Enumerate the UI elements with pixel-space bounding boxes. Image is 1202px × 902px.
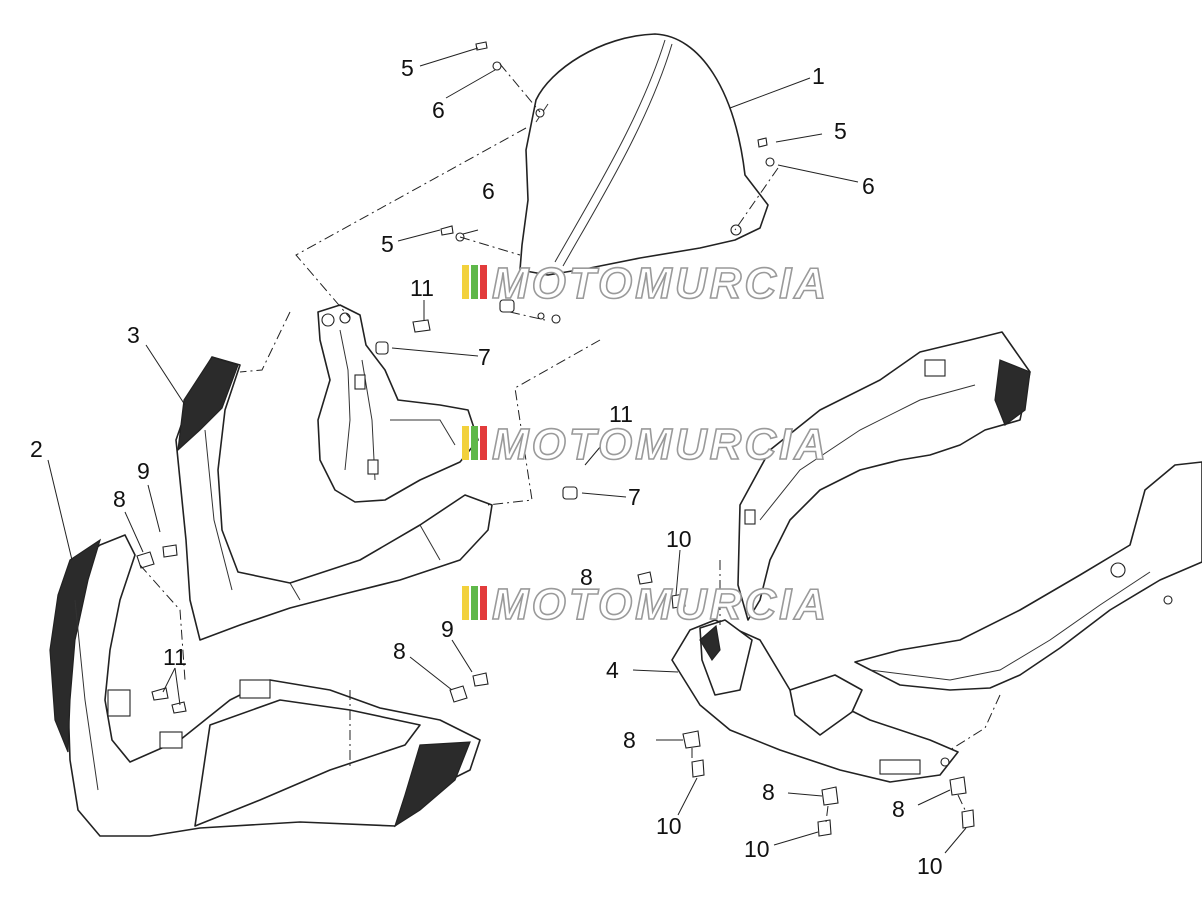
- side-panel-part: [737, 331, 1031, 621]
- callout-10-left: 10: [656, 813, 682, 839]
- spoiler-part: [671, 619, 959, 783]
- leader-lines: [47, 47, 967, 854]
- assembly-lines: [139, 63, 1001, 823]
- windscreen-part: [519, 33, 769, 276]
- callout-5-right: 5: [834, 118, 847, 144]
- callout-8-center-right: 8: [580, 564, 593, 590]
- callout-2: 2: [30, 436, 43, 462]
- callout-1: 1: [812, 63, 825, 89]
- callout-7-upper: 7: [478, 344, 491, 370]
- watermark-stripe-red: [480, 426, 487, 460]
- callout-10-right: 10: [917, 853, 943, 879]
- callout-3: 3: [127, 322, 140, 348]
- callout-6-mid: 6: [482, 178, 495, 204]
- lower-fairing-part: [49, 534, 481, 837]
- mounting-bracket-part: [317, 304, 479, 503]
- callout-11-top: 11: [410, 275, 434, 301]
- watermark-3: MOTOMURCIA: [462, 579, 829, 630]
- callout-8-left: 8: [113, 486, 126, 512]
- callout-8-spoiler-mid: 8: [762, 779, 775, 805]
- callout-5-mid: 5: [381, 231, 394, 257]
- callout-6-top: 6: [432, 97, 445, 123]
- side-trim-part: [854, 461, 1202, 691]
- callout-10-top: 10: [666, 526, 692, 552]
- callout-8-spoiler-right: 8: [892, 796, 905, 822]
- watermark-stripe-red: [480, 586, 487, 620]
- watermark-text: MOTOMURCIA: [492, 580, 829, 629]
- callout-4: 4: [606, 657, 619, 683]
- watermark-text: MOTOMURCIA: [492, 420, 829, 469]
- watermark-stripe-yellow: [462, 426, 469, 460]
- callout-11-mid: 11: [609, 401, 633, 427]
- watermark-stripe-green: [471, 426, 478, 460]
- callout-10-mid: 10: [744, 836, 770, 862]
- callout-9-center: 9: [441, 616, 454, 642]
- watermark-text: MOTOMURCIA: [492, 259, 829, 308]
- watermark-stripe-red: [480, 265, 487, 299]
- watermark-2: MOTOMURCIA: [462, 419, 829, 470]
- upper-fairing-part: [175, 356, 493, 641]
- watermark-stripe-green: [471, 586, 478, 620]
- fasteners: [136, 41, 975, 837]
- callout-7-lower: 7: [628, 484, 641, 510]
- callout-11-left: 11: [163, 644, 187, 670]
- callout-8-spoiler-left: 8: [623, 727, 636, 753]
- callout-5-top: 5: [401, 55, 414, 81]
- watermark-1: MOTOMURCIA: [462, 258, 829, 309]
- watermark-stripe-green: [471, 265, 478, 299]
- callout-8-center-left: 8: [393, 638, 406, 664]
- watermark-stripe-yellow: [462, 586, 469, 620]
- callout-6-right: 6: [862, 173, 875, 199]
- callout-9-left: 9: [137, 458, 150, 484]
- callout-labels: 1 2 3 4 5 5 5 6 6 6 7 7 8 8 8 8 8 8 9 9 …: [30, 55, 943, 879]
- watermark-stripe-yellow: [462, 265, 469, 299]
